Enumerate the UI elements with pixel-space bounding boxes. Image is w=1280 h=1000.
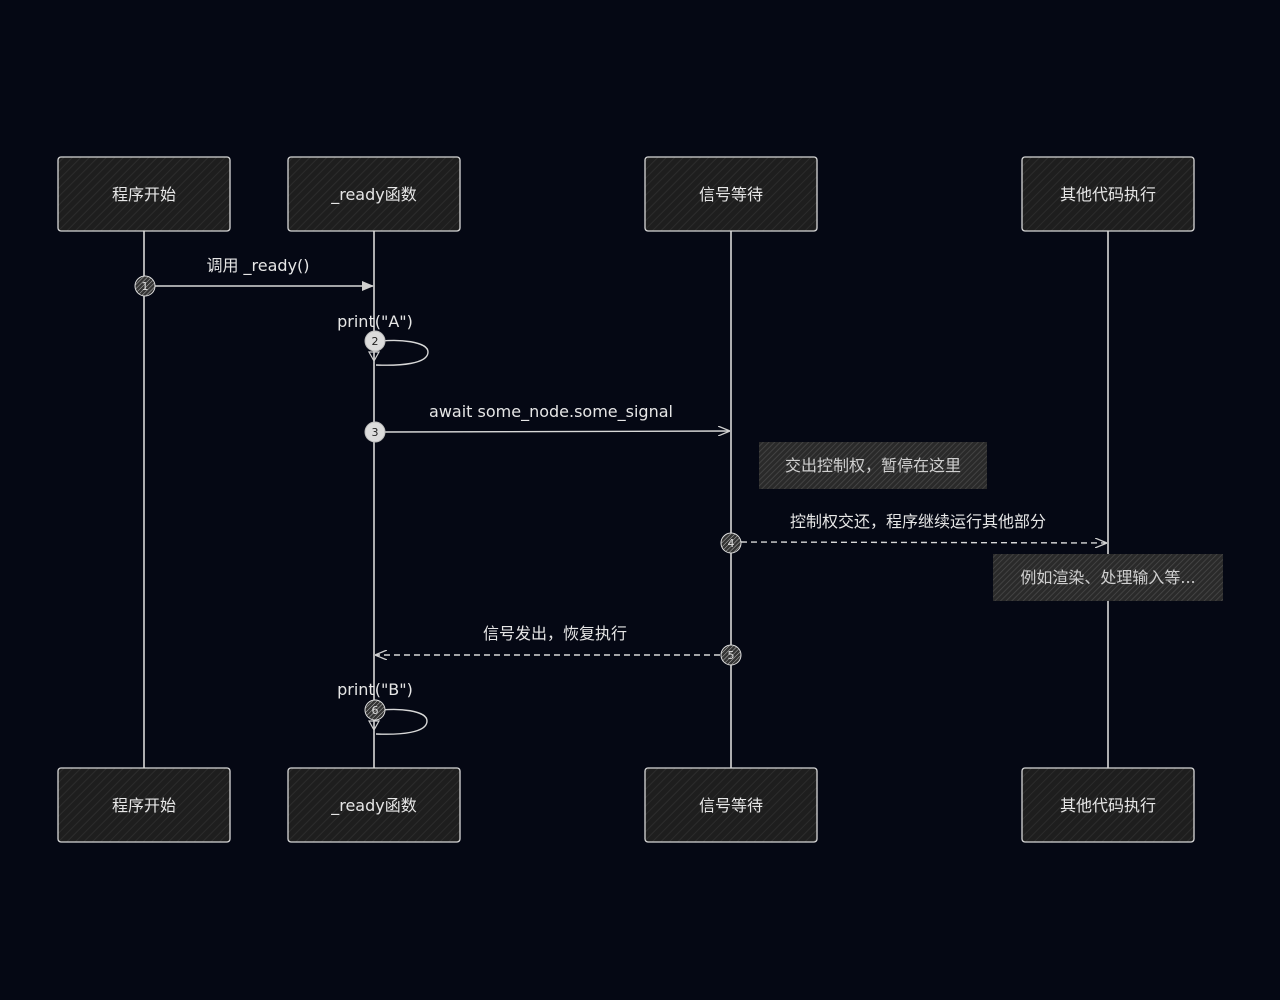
message-label: 调用 _ready() xyxy=(206,256,309,276)
note-other-work: 例如渲染、处理输入等... xyxy=(993,554,1223,601)
participant-label: 信号等待 xyxy=(699,796,763,815)
step-badge xyxy=(364,330,386,352)
note-text: 例如渲染、处理输入等... xyxy=(1020,568,1195,587)
step-number: 3 xyxy=(372,426,379,439)
note-yield-control: 交出控制权，暂停在这里 xyxy=(759,442,987,489)
message-arrow xyxy=(383,431,729,432)
note-text: 交出控制权，暂停在这里 xyxy=(785,456,961,475)
participant-label: 其他代码执行 xyxy=(1060,796,1156,815)
message-5[interactable]: 信号发出，恢复执行 5 xyxy=(376,624,742,666)
message-3[interactable]: await some_node.some_signal 3 xyxy=(364,402,729,443)
message-6-self[interactable]: print("B") 6 xyxy=(337,680,428,735)
participant-label: 程序开始 xyxy=(112,796,176,815)
participant-box-top-other-code[interactable]: 其他代码执行 xyxy=(1021,156,1195,232)
participant-box-top-program-start[interactable]: 程序开始 xyxy=(57,156,231,232)
participant-label: 信号等待 xyxy=(699,185,763,204)
message-4[interactable]: 控制权交还，程序继续运行其他部分 4 xyxy=(720,512,1106,554)
self-loop-arrow xyxy=(373,708,428,735)
step-number: 2 xyxy=(372,335,379,348)
message-label: print("B") xyxy=(337,680,413,699)
step-number: 4 xyxy=(728,537,735,550)
participant-box-top-ready-function[interactable]: _ready函数 xyxy=(287,156,461,232)
arrowhead-icon xyxy=(367,720,381,732)
step-number: 5 xyxy=(728,649,735,662)
message-label: await some_node.some_signal xyxy=(429,402,673,422)
self-loop-arrow xyxy=(373,339,429,366)
step-badge xyxy=(134,275,156,297)
participant-label: _ready函数 xyxy=(330,185,417,205)
message-label: print("A") xyxy=(337,312,413,331)
participant-box-bottom-ready-function[interactable]: _ready函数 xyxy=(287,767,461,843)
participant-label: 其他代码执行 xyxy=(1060,185,1156,204)
participant-label: 程序开始 xyxy=(112,185,176,204)
step-badge xyxy=(364,421,386,443)
participant-label: _ready函数 xyxy=(330,796,417,816)
step-number: 6 xyxy=(372,704,379,717)
message-label: 信号发出，恢复执行 xyxy=(483,624,627,643)
participant-box-bottom-signal-wait[interactable]: 信号等待 xyxy=(644,767,818,843)
message-arrow xyxy=(740,542,1106,543)
participant-box-top-signal-wait[interactable]: 信号等待 xyxy=(644,156,818,232)
step-number: 1 xyxy=(142,280,149,293)
step-badge xyxy=(720,644,742,666)
step-badge xyxy=(364,699,386,721)
message-label: 控制权交还，程序继续运行其他部分 xyxy=(790,512,1046,531)
arrowhead-icon xyxy=(367,351,381,363)
participant-box-bottom-other-code[interactable]: 其他代码执行 xyxy=(1021,767,1195,843)
message-2-self[interactable]: print("A") 2 xyxy=(337,312,429,366)
message-1[interactable]: 调用 _ready() 1 xyxy=(134,256,374,297)
participant-box-bottom-program-start[interactable]: 程序开始 xyxy=(57,767,231,843)
step-badge xyxy=(720,532,742,554)
